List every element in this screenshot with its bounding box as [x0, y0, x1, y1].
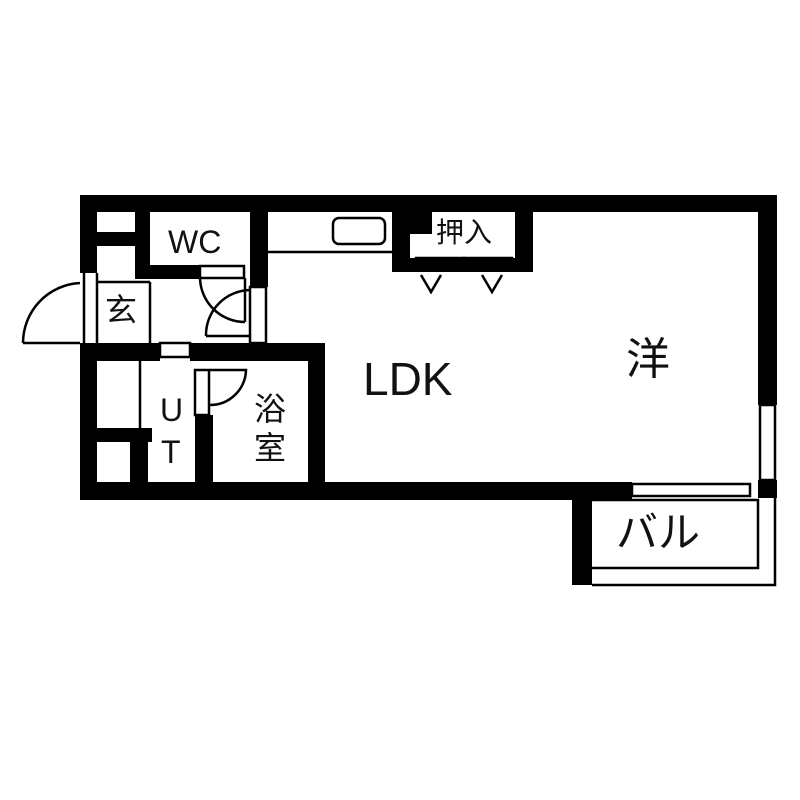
closet-label: 押入: [436, 216, 493, 249]
bath-label-1: 浴: [254, 390, 287, 428]
entrance-label: 玄: [105, 291, 138, 329]
ldk-label: LDK: [363, 353, 453, 405]
utility-label-u: U: [160, 392, 184, 428]
sink-icon: [331, 216, 387, 246]
bath-label-2: 室: [254, 429, 287, 467]
wc-label: WC: [168, 224, 222, 260]
balcony-label: バル: [616, 508, 701, 557]
utility-label-t: T: [161, 434, 181, 470]
walls: [80, 195, 777, 585]
entrance-door-swing-icon: [21, 281, 81, 344]
western-room-label: 洋: [626, 334, 670, 385]
